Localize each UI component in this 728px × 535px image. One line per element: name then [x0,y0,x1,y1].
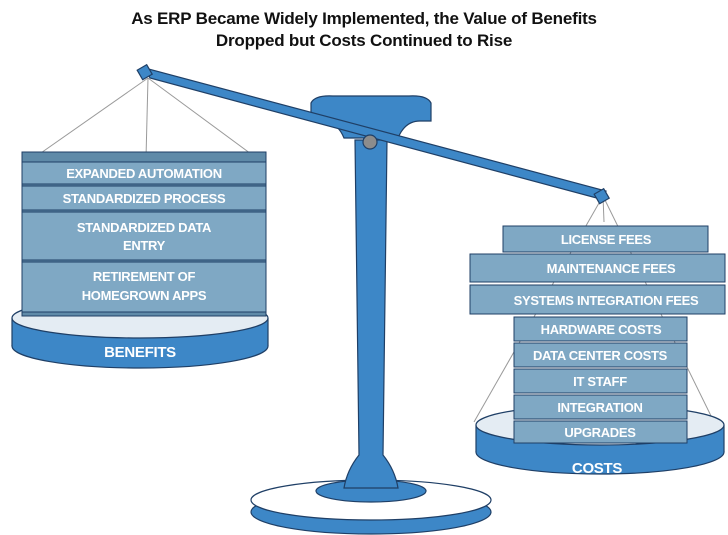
benefit-label: EXPANDED AUTOMATION [66,166,222,181]
benefits-label: BENEFITS [104,344,176,361]
beam-left-cap [136,63,154,81]
cost-label: LICENSE FEES [561,232,652,247]
benefit-label: RETIREMENT OF [93,269,196,284]
benefit-label: ENTRY [123,238,166,253]
cost-block [513,342,688,368]
benefits-pan: EXPANDED AUTOMATION STANDARDIZED PROCESS… [11,151,269,369]
cost-block [513,394,688,420]
scale-column [343,139,399,489]
benefit-label: STANDARDIZED DATA [77,220,212,235]
cost-block [513,368,688,394]
title-line-2: Dropped but Costs Continued to Rise [215,31,513,50]
cost-block [513,420,688,444]
beam-right-cap [593,187,611,205]
cost-label: HARDWARE COSTS [541,322,662,337]
cost-block [469,253,726,283]
cost-block [513,316,688,342]
benefit-label: STANDARDIZED PROCESS [63,191,226,206]
cost-label: INTEGRATION [557,400,642,415]
costs-pan: LICENSE FEES MAINTENANCE FEES SYSTEMS IN… [469,225,726,477]
benefit-label: HOMEGROWN APPS [82,288,207,303]
costs-label: COSTS [572,460,622,477]
benefit-block [21,261,267,313]
scale-stand [250,95,492,535]
cost-label: MAINTENANCE FEES [547,261,676,276]
benefit-block [21,211,267,261]
benefit-block [21,161,267,185]
title-line-1: As ERP Became Widely Implemented, the Va… [131,9,597,28]
cost-label: IT STAFF [573,374,627,389]
scale-beam [136,63,611,205]
pivot [362,134,378,150]
chart-title: As ERP Became Widely Implemented, the Va… [0,8,728,52]
cost-label: DATA CENTER COSTS [533,348,668,363]
cost-block [502,225,709,253]
cost-label: UPGRADES [564,425,636,440]
cost-block [469,284,726,315]
benefit-block [21,185,267,211]
cost-label: SYSTEMS INTEGRATION FEES [514,293,699,308]
